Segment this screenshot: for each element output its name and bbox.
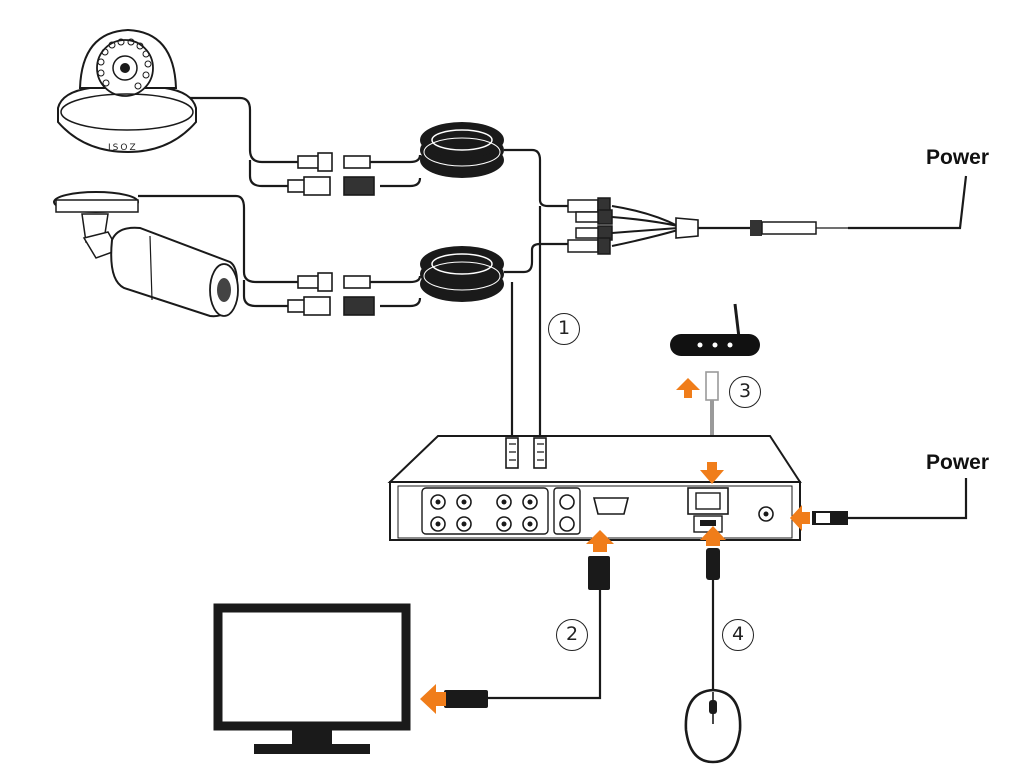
monitor: [213, 603, 411, 754]
power-splitter: [567, 197, 850, 255]
step-2-badge: 2: [556, 619, 588, 651]
arrow-to-monitor: [420, 684, 446, 714]
arrow-to-lan: [700, 462, 724, 484]
dvr-power-cable: [812, 478, 968, 525]
power-label-top: Power: [926, 146, 990, 169]
camera-connectors: [287, 152, 375, 316]
step-3-badge: 3: [729, 376, 761, 408]
mouse: [684, 548, 742, 764]
power-top-wire: [848, 175, 968, 230]
dome-camera: ISOZ: [57, 28, 197, 154]
connection-arrows: [420, 378, 810, 714]
bullet-camera: [53, 191, 239, 318]
cable-coil-top: [420, 122, 504, 178]
arrow-to-power-port: [790, 505, 810, 531]
hdmi-cable: [444, 556, 610, 708]
cable-coil-bottom: [420, 246, 504, 302]
trunk-wires: [504, 148, 570, 440]
router: [670, 303, 760, 356]
arrow-to-usb: [700, 526, 726, 546]
dvr-recorder: [387, 435, 802, 541]
arrow-to-hdmi: [586, 530, 614, 552]
arrow-to-router: [676, 378, 700, 398]
step-4-badge: 4: [722, 619, 754, 651]
camera-brand-text: ISOZ: [108, 143, 138, 153]
power-label-dvr: Power: [926, 451, 990, 474]
camera-wires: [138, 96, 422, 308]
step-1-badge: 1: [548, 313, 580, 345]
